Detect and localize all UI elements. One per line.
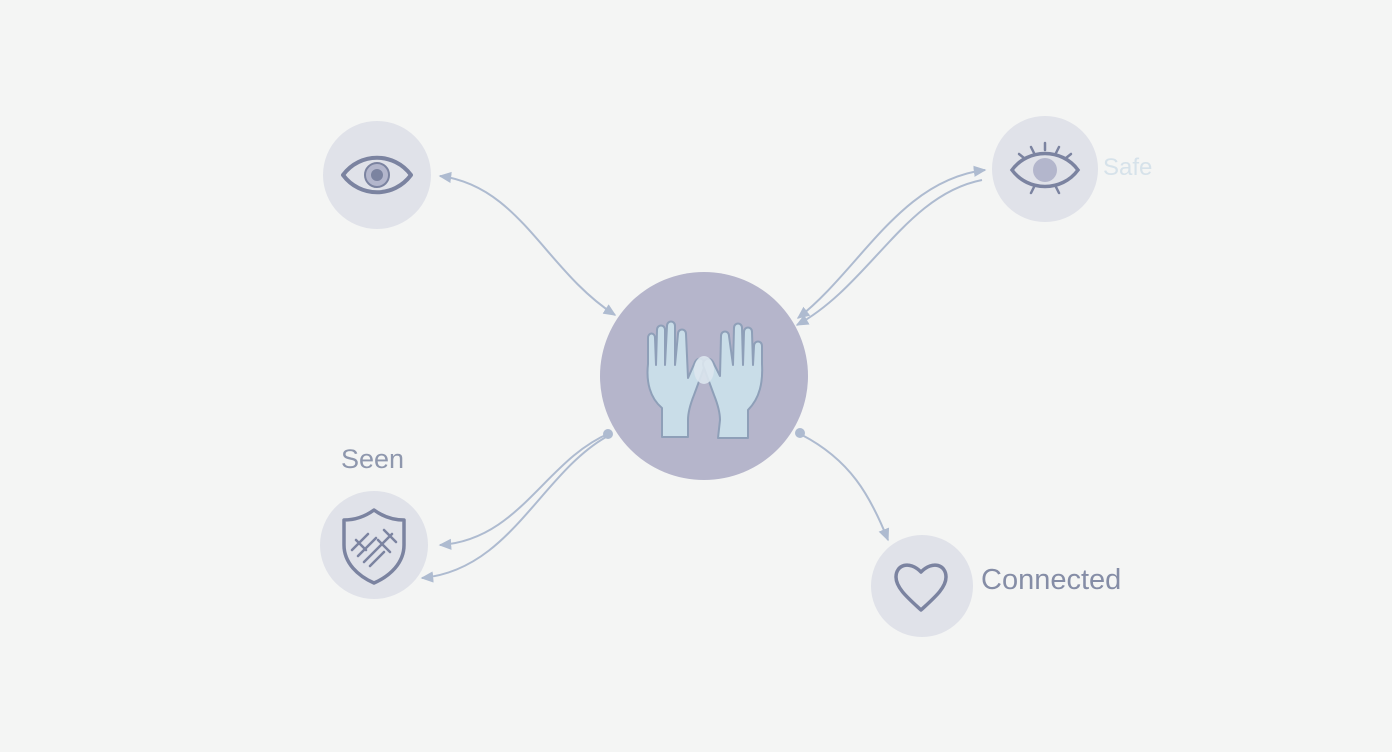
eye-node [323, 121, 431, 229]
connector-center-to-heart [801, 434, 890, 542]
safe-eye-node [992, 116, 1098, 222]
connector-dot [603, 429, 613, 439]
shield-node [320, 491, 428, 599]
held-light-icon [694, 356, 714, 384]
label-safe: Safe [1103, 154, 1153, 181]
connectors [420, 165, 987, 583]
connector-dot [795, 428, 805, 438]
connector-dots [603, 428, 805, 439]
connector-safe-to-center-b [795, 179, 983, 326]
label-connected: Connected [981, 564, 1122, 596]
connector-center-to-shield-a [438, 432, 611, 550]
connector-eye-to-center [438, 171, 617, 316]
open-hands-icon [646, 320, 764, 439]
eye-icon [341, 155, 413, 195]
connector-center-to-shield-b [420, 436, 607, 583]
shield-node-circle [320, 491, 428, 599]
label-seen: Seen [341, 444, 405, 474]
heart-node-circle [871, 535, 973, 637]
shield-icon [342, 508, 406, 585]
eye-with-lashes-icon [1009, 141, 1081, 195]
heart-icon [894, 563, 948, 612]
connector-safe-to-center-a [796, 165, 987, 319]
heart-node [871, 535, 973, 637]
center-node [600, 272, 808, 480]
